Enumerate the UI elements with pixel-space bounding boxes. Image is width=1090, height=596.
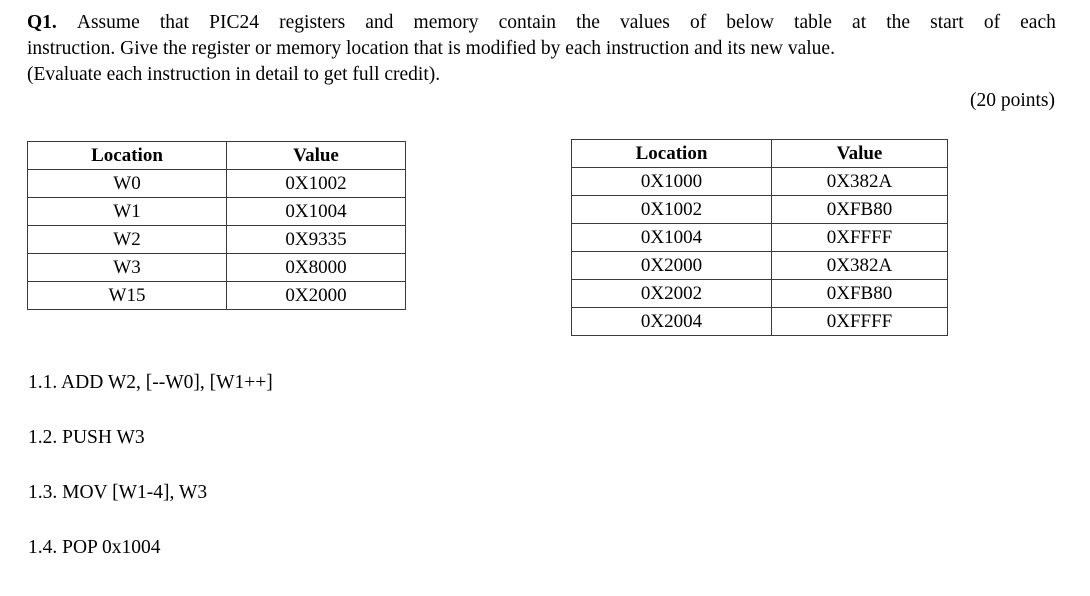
question-points: (20 points) (969, 90, 1055, 111)
memory-value: 0X382A (771, 167, 948, 196)
registers-header-value: Value (226, 141, 406, 170)
table-header-row: Location Value (27, 141, 406, 170)
table-header-row: Location Value (571, 139, 948, 168)
question-line1-word-1: that (159, 12, 190, 33)
question-line1-word-14: start (930, 12, 964, 33)
memory-location: 0X1004 (571, 223, 772, 252)
table-row: 0X1000 0X382A (571, 167, 948, 196)
question-line1-word-5: memory (413, 12, 479, 33)
memory-location: 0X2002 (571, 279, 772, 308)
question-line1-word-9: of (689, 12, 707, 33)
table-row: W2 0X9335 (27, 225, 406, 254)
memory-location: 0X2004 (571, 307, 772, 336)
question-line1-word-3: registers (279, 12, 346, 33)
question-line1-word-13: the (886, 12, 911, 33)
memory-value: 0XFFFF (771, 307, 948, 336)
instruction-item-1-4: 1.4. POP 0x1004 (28, 537, 161, 558)
register-value: 0X8000 (226, 253, 406, 282)
memory-location: 0X1002 (571, 195, 772, 224)
question-line1-word-0: Assume (76, 12, 140, 33)
question-line1-word-16: each (1020, 12, 1056, 33)
register-location: W1 (27, 197, 227, 226)
instruction-list: 1.1. ADD W2, [--W0], [W1++] 1.2. PUSH W3… (28, 372, 628, 558)
table-row: 0X1004 0XFFFF (571, 223, 948, 252)
table-row: 0X2002 0XFB80 (571, 279, 948, 308)
question-line1-word-6: contain (498, 12, 557, 33)
memory-value: 0XFB80 (771, 195, 948, 224)
table-row: W15 0X2000 (27, 281, 406, 310)
question-line1-word-2: PIC24 (209, 12, 260, 33)
register-value: 0X2000 (226, 281, 406, 310)
table-row: W1 0X1004 (27, 197, 406, 226)
question-line1-word-7: the (576, 12, 600, 33)
table-row: 0X2000 0X382A (571, 251, 948, 280)
table-row: 0X2004 0XFFFF (571, 307, 948, 336)
memory-value: 0XFB80 (771, 279, 948, 308)
instruction-item-1-1: 1.1. ADD W2, [--W0], [W1++] (28, 372, 273, 393)
memory-table: Location Value 0X1000 0X382A 0X1002 0XFB… (571, 139, 948, 336)
register-location: W2 (27, 225, 227, 254)
question-block: Q1. Assume that PIC24 registers and memo… (27, 10, 1056, 114)
register-location: W0 (27, 169, 227, 198)
table-row: W3 0X8000 (27, 253, 406, 282)
question-line-3: (Evaluate each instruction in detail to … (27, 64, 441, 85)
table-row: 0X1002 0XFB80 (571, 195, 948, 224)
memory-location: 0X2000 (571, 251, 772, 280)
question-line1-word-8: values (620, 12, 670, 33)
memory-value: 0X382A (771, 251, 948, 280)
question-line1-word-4: and (365, 12, 394, 33)
question-number: Q1. (27, 12, 57, 33)
question-line1-word-12: at (852, 12, 867, 33)
memory-value: 0XFFFF (771, 223, 948, 252)
register-value: 0X9335 (226, 225, 406, 254)
instruction-item-1-3: 1.3. MOV [W1-4], W3 (28, 482, 208, 503)
registers-table: Location Value W0 0X1002 W1 0X1004 W2 0X… (27, 141, 406, 310)
register-value: 0X1004 (226, 197, 406, 226)
question-line-2: instruction. Give the register or memory… (27, 38, 835, 59)
memory-header-value: Value (771, 139, 948, 168)
instruction-item-1-2: 1.2. PUSH W3 (28, 427, 145, 448)
table-row: W0 0X1002 (27, 169, 406, 198)
question-line1-word-10: below (726, 12, 774, 33)
register-value: 0X1002 (226, 169, 406, 198)
memory-location: 0X1000 (571, 167, 772, 196)
question-line-1: Q1. Assume that PIC24 registers and memo… (27, 10, 1056, 36)
question-line1-word-15: of (983, 12, 1001, 33)
question-line1-word-11: table (794, 12, 832, 33)
register-location: W15 (27, 281, 227, 310)
register-location: W3 (27, 253, 227, 282)
memory-header-location: Location (571, 139, 772, 168)
registers-header-location: Location (27, 141, 227, 170)
